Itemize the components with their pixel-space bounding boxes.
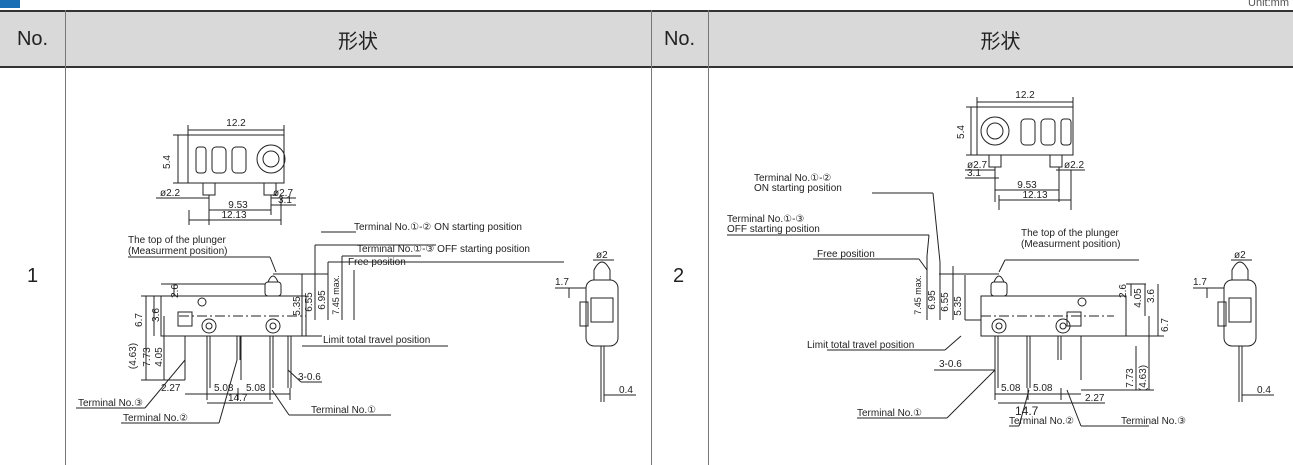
dim-height: 5.4 <box>956 125 967 139</box>
dim-4-63: (4.63) <box>128 343 139 369</box>
plunger-top-label-1: The top of the plunger <box>128 235 227 246</box>
off-start-position: Terminal No.①-③ OFF starting position <box>357 244 530 255</box>
dim-4-05: 4.05 <box>154 347 165 367</box>
dim-offset: 3.1 <box>278 195 292 206</box>
dim-2-6: 2.6 <box>170 284 181 298</box>
section-marker <box>0 0 20 8</box>
dim-4-05: 4.05 <box>1133 288 1144 308</box>
column-divider <box>65 10 66 465</box>
top-view-body <box>976 106 1074 156</box>
switch-2-drawing: 12.2 5.4 ø2.7 ø2.2 3.1 9.53 12.13 Termin… <box>727 90 1274 427</box>
plunger-top-label-1: The top of the plunger <box>1021 228 1120 239</box>
side-dim-0-4: 0.4 <box>1257 385 1271 396</box>
dim-4-63: (4.63) <box>1138 365 1149 391</box>
on-start-label-2: ON starting position <box>754 183 842 194</box>
dim-3-0-6: 3-0.6 <box>298 372 321 383</box>
side-view-body <box>585 279 619 347</box>
side-diameter: ø2 <box>596 250 608 261</box>
dim-hole-left: ø2.2 <box>160 188 180 199</box>
side-diameter: ø2 <box>1234 250 1246 261</box>
dim-5-08-b: 5.08 <box>246 383 266 394</box>
row-number-1: 1 <box>27 265 39 287</box>
dim-5-08-b: 5.08 <box>1033 383 1053 394</box>
dim-6-55: 6.55 <box>304 292 315 312</box>
dim-3-0-6: 3-0.6 <box>939 359 962 370</box>
dim-2-27: 2.27 <box>161 383 181 394</box>
row-number-2: 2 <box>673 265 685 287</box>
terminal-1-label: Terminal No.① <box>857 408 922 419</box>
dim-hole-right: ø2.2 <box>1064 160 1084 171</box>
dim-6-7: 6.7 <box>134 313 145 327</box>
free-position: Free position <box>348 257 406 268</box>
header-shape-1: 形状 <box>65 10 651 68</box>
dim-top-width: 12.2 <box>226 118 246 129</box>
dim-6-95: 6.95 <box>927 290 938 310</box>
dim-14-7: 14.7 <box>1015 404 1039 418</box>
terminal-2-label: Terminal No.② <box>123 413 188 424</box>
side-view-body <box>1223 279 1257 347</box>
column-divider <box>651 10 652 465</box>
dim-5-08-a: 5.08 <box>214 383 234 394</box>
dim-3-6: 3.6 <box>1146 289 1157 303</box>
dimension-table: No. 形状 No. 形状 1 2 <box>0 10 1293 465</box>
limit-travel-position: Limit total travel position <box>807 340 914 351</box>
off-start-label-2: OFF starting position <box>727 224 820 235</box>
dim-2-27: 2.27 <box>1085 393 1105 404</box>
free-position: Free position <box>817 249 875 260</box>
dim-pitch: 9.53 <box>228 200 248 211</box>
terminal-3-label: Terminal No.③ <box>1121 416 1186 427</box>
plunger-top-label-2: (Measurment position) <box>1021 239 1120 250</box>
terminal-1-label: Terminal No.① <box>311 405 376 416</box>
on-start-position: Terminal No.①-② ON starting position <box>354 222 522 233</box>
on-start-label-1: Terminal No.①-② <box>754 173 831 184</box>
dim-top-width: 12.2 <box>1015 90 1035 101</box>
side-dim-1-7: 1.7 <box>555 277 569 288</box>
side-dim-0-4: 0.4 <box>619 385 633 396</box>
dim-7-45-max: 7.45 max. <box>913 275 923 315</box>
dim-bottom-width: 12.13 <box>221 210 246 221</box>
terminal-3-label: Terminal No.③ <box>78 398 143 409</box>
side-dim-1-7: 1.7 <box>1193 277 1207 288</box>
dim-7-73: 7.73 <box>142 347 153 367</box>
dim-6-95: 6.95 <box>317 290 328 310</box>
dim-pitch: 9.53 <box>1017 180 1037 191</box>
top-view-body <box>187 134 285 184</box>
dim-3-6: 3.6 <box>151 308 162 322</box>
dim-6-55: 6.55 <box>940 292 951 312</box>
dim-hole-left: ø2.7 <box>967 160 987 171</box>
dim-offset: 3.1 <box>967 168 981 179</box>
unit-label: Unit:mm <box>1248 0 1289 9</box>
dim-6-7: 6.7 <box>1160 318 1171 332</box>
dim-bottom-width: 12.13 <box>1022 190 1047 201</box>
off-start-label-1: Terminal No.①-③ <box>727 214 804 225</box>
header-no-1: No. <box>0 10 65 68</box>
dim-7-73: 7.73 <box>1125 368 1136 388</box>
limit-travel-position: Limit total travel position <box>323 335 430 346</box>
dim-5-08-a: 5.08 <box>1001 383 1021 394</box>
terminal-2-label: Terminal No.② <box>1009 416 1074 427</box>
dim-5-35: 5.35 <box>953 296 964 316</box>
switch-1-drawing: 12.2 5.4 ø2.2 ø2.7 3.1 9.53 12.13 The to… <box>76 118 636 424</box>
header-shape-2: 形状 <box>708 10 1293 68</box>
dim-hole-right: ø2.7 <box>273 188 293 199</box>
dim-5-35: 5.35 <box>292 296 303 316</box>
plunger-top-label-2: (Measurment position) <box>128 246 227 257</box>
column-divider <box>708 10 709 465</box>
dim-14-7: 14.7 <box>228 393 248 404</box>
dim-7-45-max: 7.45 max. <box>331 275 341 315</box>
header-no-2: No. <box>651 10 708 68</box>
dim-height: 5.4 <box>162 155 173 169</box>
dim-2-6: 2.6 <box>1118 284 1129 298</box>
